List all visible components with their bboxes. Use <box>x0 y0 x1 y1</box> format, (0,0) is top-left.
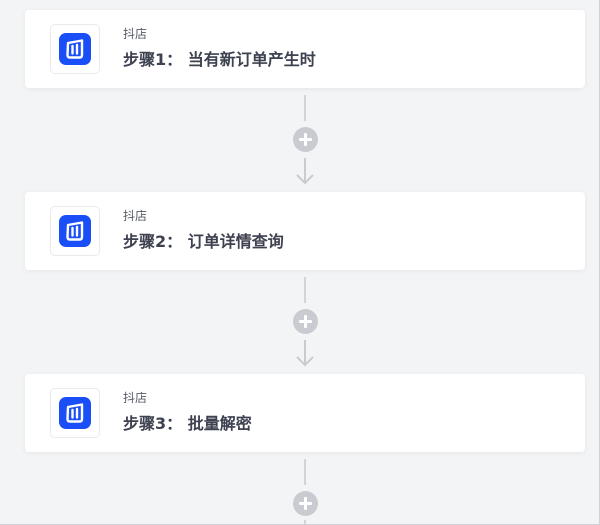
doudian-logo-icon <box>50 206 100 256</box>
step-card-2[interactable]: 抖店 步骤2： 订单详情查询 <box>25 192 585 270</box>
step-title: 步骤2： 订单详情查询 <box>123 232 284 251</box>
app-name: 抖店 <box>123 391 148 405</box>
doudian-logo-icon <box>50 24 100 74</box>
arrow-down-icon <box>296 158 314 185</box>
connector-line <box>304 459 306 485</box>
connector-line <box>304 95 306 121</box>
step-card-1[interactable]: 抖店 步骤1： 当有新订单产生时 <box>25 10 585 88</box>
arrow-down-icon <box>296 340 314 367</box>
app-name: 抖店 <box>123 209 148 223</box>
add-step-button[interactable] <box>293 127 318 152</box>
add-step-button[interactable] <box>293 491 318 516</box>
app-name: 抖店 <box>123 27 148 41</box>
step-card-3[interactable]: 抖店 步骤3： 批量解密 <box>25 374 585 452</box>
doudian-logo-icon <box>50 388 100 438</box>
step-title: 步骤1： 当有新订单产生时 <box>123 50 316 69</box>
connector-line <box>304 277 306 303</box>
add-step-button[interactable] <box>293 309 318 334</box>
step-title: 步骤3： 批量解密 <box>123 414 252 433</box>
connector-line <box>304 520 306 524</box>
